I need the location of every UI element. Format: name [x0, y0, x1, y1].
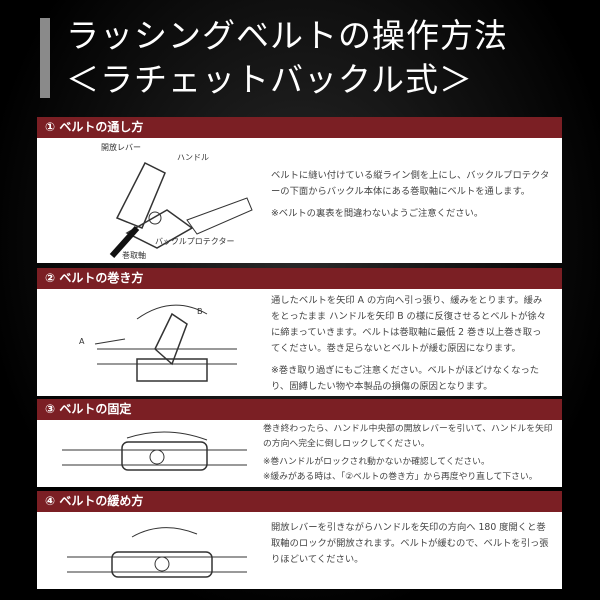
instruction-text: 開放レバーを引きながらハンドルを矢印の方向へ 180 度開くと巻取軸のロックが開… [271, 522, 549, 565]
arrow-a-label: A [79, 337, 85, 346]
note-text: ※ベルトの裏表を間違わないようご注意ください。 [271, 208, 484, 219]
label-handle: ハンドル [177, 153, 209, 162]
instruction-text: ベルトに縫い付けている縦ライン側を上にし、バックルプロテクターの下面からバックル… [271, 170, 550, 197]
section-fixing: ③ ベルトの固定 巻き終わったら、ハンドル中央部の開放レバーを引いて、ハンドルを… [37, 399, 562, 487]
section-heading: ① ベルトの通し方 [37, 117, 562, 138]
winding-illustration-icon [94, 304, 237, 382]
instruction-text: 巻き終わったら、ハンドル中央部の開放レバーを引いて、ハンドルを矢印の方向へ完全に… [263, 424, 553, 449]
section-releasing: ④ ベルトの緩め方 開放レバーを引きながらハンドルを矢印の方向へ 180 度開く… [37, 491, 562, 589]
section-text: ベルトに縫い付けている縦ライン側を上にし、バックルプロテクターの下面からバックル… [271, 168, 550, 228]
section-heading: ③ ベルトの固定 [37, 399, 562, 420]
label-release-lever: 開放レバー [101, 143, 141, 152]
buckle-illustration-icon [109, 161, 253, 258]
page-title: ラッシングベルトの操作方法 ＜ラチェットバックル式＞ [66, 14, 508, 102]
section-text: 通したベルトを矢印 A の方向へ引っ張り、緩みをとります。緩みをとったまま ハン… [271, 293, 550, 401]
section-threading: ① ベルトの通し方 開放レバー ハンドル バックルプロテクター 巻取軸 ベルトに… [37, 117, 562, 263]
section-heading: ④ ベルトの緩め方 [37, 491, 562, 512]
section-text: 開放レバーを引きながらハンドルを矢印の方向へ 180 度開くと巻取軸のロックが開… [271, 520, 550, 574]
note-text: ※巻き取り過ぎにもご注意ください。ベルトがほどけなくなったり、固縛したい物や本製… [271, 365, 540, 392]
locked-buckle-illustration-icon [62, 431, 247, 471]
label-protector: バックルプロテクター [155, 237, 235, 246]
label-shaft: 巻取軸 [122, 251, 146, 260]
title-line-1: ラッシングベルトの操作方法 [66, 16, 508, 55]
section-winding: ② ベルトの巻き方 A B 通したベルトを矢印 A の方向へ引っ張り、緩みをとり… [37, 268, 562, 396]
section-text: 巻き終わったら、ハンドル中央部の開放レバーを引いて、ハンドルを矢印の方向へ完全に… [263, 422, 558, 488]
instruction-text: 通したベルトを矢印 A の方向へ引っ張り、緩みをとります。緩みをとったまま ハン… [271, 295, 546, 354]
note-text: ※巻ハンドルがロックされ動かないか確認してください。 ※緩みがある時は、「②ベル… [263, 457, 538, 482]
title-line-2: ＜ラチェットバックル式＞ [66, 60, 474, 99]
title-accent-bar [40, 18, 50, 98]
section-heading: ② ベルトの巻き方 [37, 268, 562, 289]
release-illustration-icon [67, 527, 247, 578]
arrow-b-label: B [197, 307, 203, 316]
